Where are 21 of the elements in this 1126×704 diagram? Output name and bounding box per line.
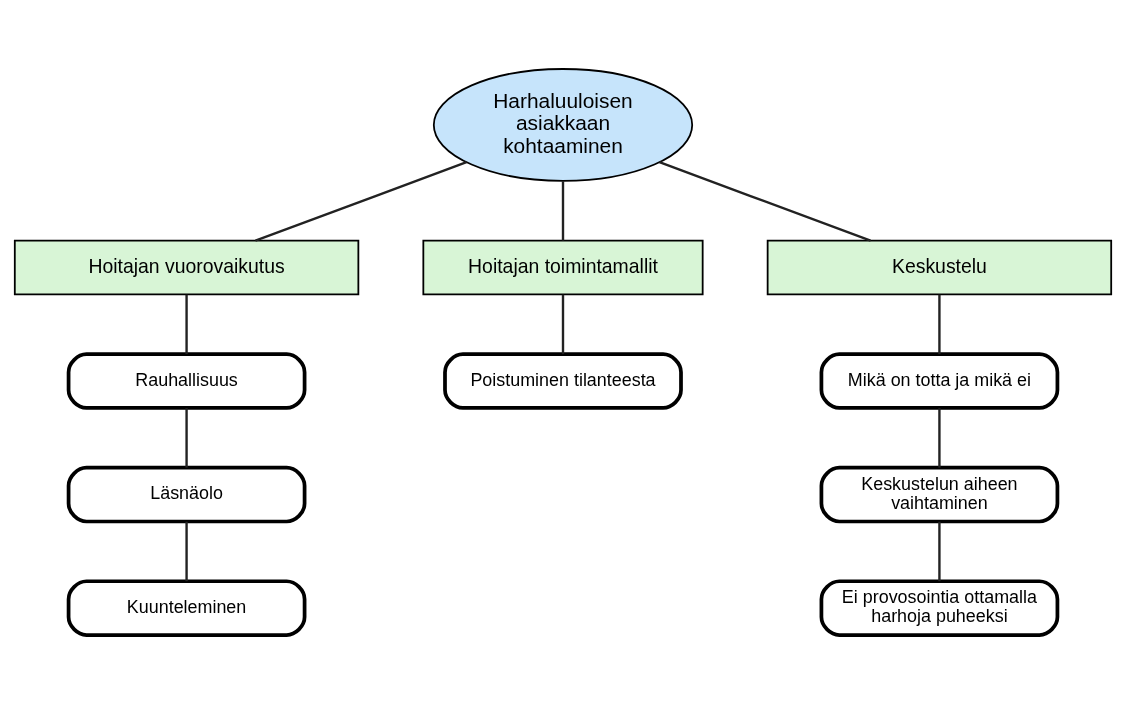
connector	[185, 408, 188, 468]
node-box: Mikä on totta ja mikä ei	[819, 352, 1060, 410]
connector	[255, 161, 467, 242]
connector	[938, 294, 941, 355]
node-box: Rauhallisuus	[66, 352, 307, 410]
node-box: Kuunteleminen	[66, 579, 307, 637]
connector	[561, 181, 565, 241]
node-box: Läsnäolo	[66, 465, 307, 524]
node-box: Ei provosointia ottamalla harhoja puheeksi	[819, 579, 1060, 637]
node-box: Keskustelun aiheen vaihtaminen	[819, 465, 1060, 524]
node-box: Poistuminen tilanteesta	[443, 352, 683, 410]
connector	[561, 294, 565, 355]
connector	[659, 161, 871, 242]
connector	[938, 521, 941, 582]
connector	[185, 294, 188, 355]
node-ellipse: Harhaluuloisen asiakkaan kohtaaminen	[432, 68, 694, 182]
connector	[185, 521, 188, 582]
node-box: Hoitajan vuorovaikutus	[13, 239, 360, 296]
connector	[938, 408, 941, 468]
node-box: Hoitajan toimintamallit	[422, 239, 704, 296]
node-box: Keskustelu	[766, 239, 1113, 296]
